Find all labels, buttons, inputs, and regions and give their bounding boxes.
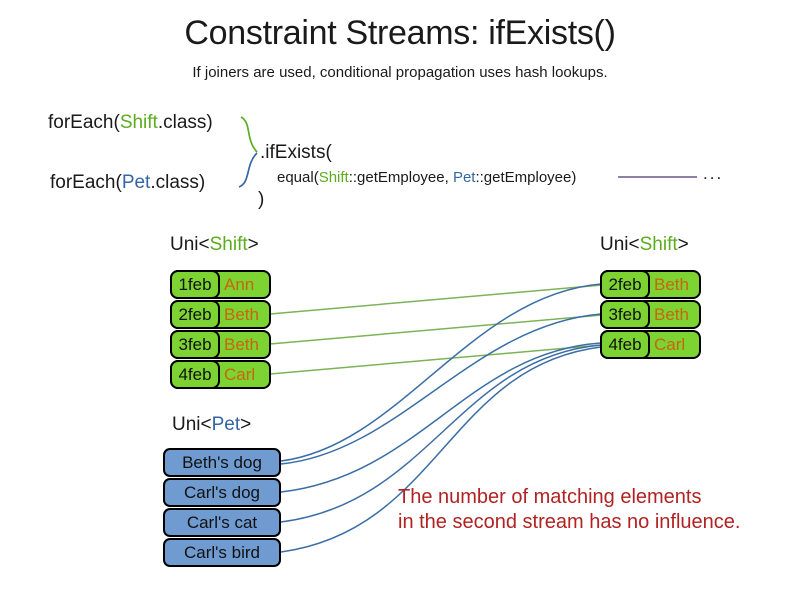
- pet-row-carls-dog: Carl's dog: [163, 478, 281, 507]
- shift-date: 2feb: [600, 270, 650, 299]
- annotation-note: The number of matching elements in the se…: [398, 485, 740, 535]
- code-text: forEach(: [48, 112, 120, 133]
- wire-green-2feb: [269, 284, 603, 315]
- right-shift-row-3feb: 3feb Beth: [600, 300, 701, 329]
- wire-blue-bethsdog-3feb: [280, 313, 602, 465]
- left-shift-row-2feb: 2feb Beth: [170, 300, 271, 329]
- code-text: forEach(: [50, 172, 122, 193]
- shift-date: 3feb: [600, 300, 650, 329]
- pet-type-token: Pet: [211, 414, 241, 435]
- shift-employee: Beth: [224, 304, 259, 324]
- brace-bottom-blue: [238, 152, 258, 188]
- wire-blue-bethsdog-2feb: [280, 283, 602, 462]
- shift-type-token: Shift: [209, 234, 248, 255]
- shift-employee: Beth: [224, 334, 259, 354]
- wire-blue-carlsdog-4feb: [280, 342, 602, 493]
- code-text: ::getEmployee,: [348, 169, 453, 186]
- shift-date: 4feb: [170, 360, 220, 389]
- code-text: .class): [157, 112, 213, 133]
- label-text: >: [677, 234, 689, 255]
- label-text: >: [247, 234, 259, 255]
- label-text: Uni<: [170, 234, 210, 255]
- page-subtitle: If joiners are used, conditional propaga…: [192, 64, 608, 81]
- shift-employee: Ann: [224, 274, 255, 294]
- code-ifexists: .ifExists(: [260, 142, 332, 163]
- brace-top-green: [240, 116, 258, 153]
- shift-employee: Beth: [654, 304, 689, 324]
- pet-row-carls-cat: Carl's cat: [163, 508, 281, 537]
- right-shift-row-2feb: 2feb Beth: [600, 270, 701, 299]
- shift-employee: Carl: [224, 364, 256, 384]
- note-line2: in the second stream has no influence.: [398, 511, 741, 533]
- shift-type-token: Shift: [318, 169, 349, 186]
- pet-row-carls-bird: Carl's bird: [163, 538, 281, 567]
- shift-date: 4feb: [600, 330, 650, 359]
- shift-date: 1feb: [170, 270, 220, 299]
- left-shift-row-3feb: 3feb Beth: [170, 330, 271, 359]
- shift-employee: Carl: [654, 334, 686, 354]
- left-shift-row-1feb: 1feb Ann: [170, 270, 271, 299]
- code-close-paren: ): [258, 189, 265, 210]
- left-shift-row-4feb: 4feb Carl: [170, 360, 271, 389]
- note-line1: The number of matching elements: [398, 486, 702, 508]
- code-text: equal(: [277, 169, 319, 186]
- right-shift-row-4feb: 4feb Carl: [600, 330, 701, 359]
- code-foreach-shift: forEach(Shift.class): [48, 112, 213, 134]
- shift-date: 2feb: [170, 300, 220, 329]
- code-text: ::getEmployee): [475, 169, 577, 186]
- shift-type-token: Shift: [119, 112, 158, 133]
- label-text: >: [240, 414, 252, 435]
- code-foreach-pet: forEach(Pet.class): [50, 172, 205, 194]
- wire-green-4feb: [269, 344, 603, 375]
- code-text: .class): [150, 172, 206, 193]
- shift-date: 3feb: [170, 330, 220, 359]
- right-shift-table-label: Uni<Shift>: [600, 234, 689, 256]
- code-equal-joiner: equal(Shift::getEmployee, Pet::getEmploy…: [277, 169, 576, 186]
- label-text: Uni<: [172, 414, 212, 435]
- label-text: Uni<: [600, 234, 640, 255]
- pet-table-label: Uni<Pet>: [172, 414, 251, 436]
- pet-row-beths-dog: Beth's dog: [163, 448, 281, 477]
- shift-type-token: Shift: [639, 234, 678, 255]
- ellipsis: ...: [703, 164, 724, 183]
- wire-green-3feb: [269, 314, 603, 345]
- pet-type-token: Pet: [121, 172, 151, 193]
- pet-type-token: Pet: [452, 169, 476, 186]
- left-shift-table-label: Uni<Shift>: [170, 234, 259, 256]
- shift-employee: Beth: [654, 274, 689, 294]
- page-title: Constraint Streams: ifExists(): [184, 14, 616, 52]
